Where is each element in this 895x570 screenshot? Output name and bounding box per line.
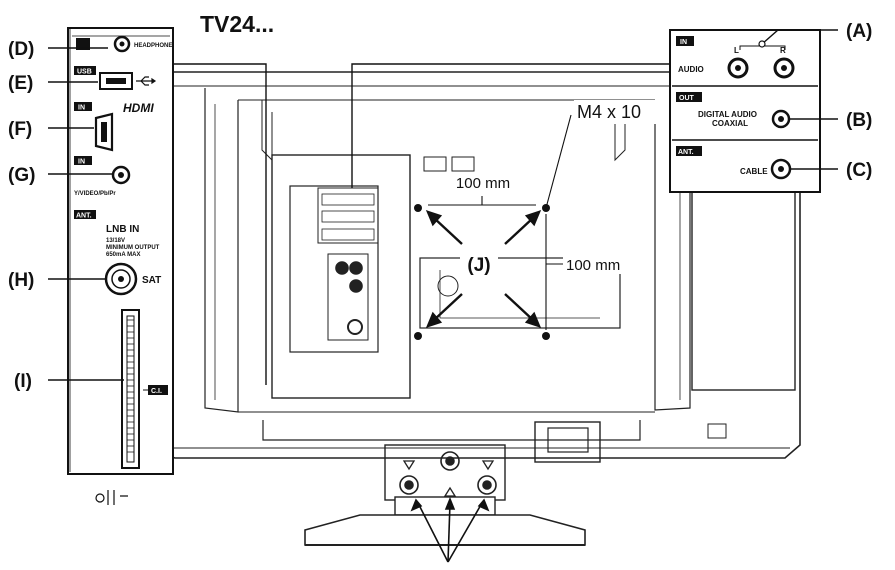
callout-a: (A)	[846, 21, 872, 42]
mount-arrows	[425, 210, 542, 328]
ci-slot	[121, 309, 140, 469]
callout-i: (I)	[14, 371, 32, 392]
mount-h-spacing: 100 mm	[456, 175, 510, 192]
stand-screw-markers	[402, 460, 495, 497]
digital-audio-label-2: COAXIAL	[712, 119, 748, 128]
mount-hole-bottom-right	[542, 332, 550, 340]
lnb-spec-2: MINIMUM OUTPUT	[106, 245, 160, 251]
diagram-title: TV24...	[200, 11, 274, 37]
callout-c: (C)	[846, 160, 872, 181]
usb-port	[99, 72, 133, 90]
right-callout-leaders	[761, 29, 838, 170]
out-tag: OUT	[679, 95, 695, 102]
left-callout-leaders	[48, 47, 124, 381]
audio-l-label: L	[734, 46, 739, 55]
ci-label: C.I.	[151, 388, 162, 395]
callout-d: (D)	[8, 39, 34, 60]
mount-hole-bottom-left	[414, 332, 422, 340]
audio-in-tag: IN	[680, 39, 687, 46]
audio-label: AUDIO	[678, 65, 704, 74]
audio-r-label: R	[780, 46, 786, 55]
callout-f: (F)	[8, 119, 32, 140]
dimension-lines	[428, 114, 572, 330]
video-label: Y/VIDEO/Pb/Pr	[74, 191, 116, 197]
headphone-label: HEADPHONE	[134, 43, 172, 49]
bottom-left-detail	[95, 490, 128, 505]
lnb-title: LNB IN	[106, 224, 139, 235]
hdmi-logo: HDMI	[123, 101, 154, 115]
mount-screw-spec: M4 x 10	[577, 102, 641, 122]
video-in-tag: IN	[78, 159, 85, 166]
mount-hole-top-left	[414, 204, 422, 212]
lnb-spec-3: 650mA MAX	[106, 252, 140, 258]
audio-l-jack	[727, 57, 749, 79]
stand-screw-pointers	[410, 496, 490, 563]
lnb-spec-1: 13/18V	[106, 238, 125, 244]
callout-h: (H)	[8, 270, 34, 291]
cable-label: CABLE	[740, 167, 768, 176]
callout-b: (B)	[846, 110, 872, 131]
digital-audio-label-1: DIGITAL AUDIO	[698, 110, 757, 119]
ant-tag-right: ANT.	[678, 149, 694, 156]
leader-lines	[165, 63, 670, 385]
coaxial-jack	[771, 109, 791, 129]
ant-tag-left: ANT.	[76, 213, 92, 220]
hdmi-port	[94, 112, 114, 152]
usb-icon	[136, 76, 157, 86]
hdmi-in-tag: IN	[78, 105, 85, 112]
callout-e: (E)	[8, 73, 33, 94]
callout-g: (G)	[8, 165, 35, 186]
audio-r-jack	[773, 57, 795, 79]
sat-label: SAT	[142, 275, 161, 286]
usb-tag: USB	[77, 69, 92, 76]
wall-mount-holes	[414, 204, 550, 340]
mount-v-spacing: 100 mm	[566, 257, 620, 274]
callout-j: (J)	[467, 255, 490, 276]
right-terminal-panel: IN L R AUDIO OUT DIGITAL AUDIO COAXIAL A…	[669, 29, 821, 193]
left-terminal-panel: HEADPHONE USB IN HDMI IN Y/VIDEO/Pb/Pr A…	[67, 27, 174, 475]
